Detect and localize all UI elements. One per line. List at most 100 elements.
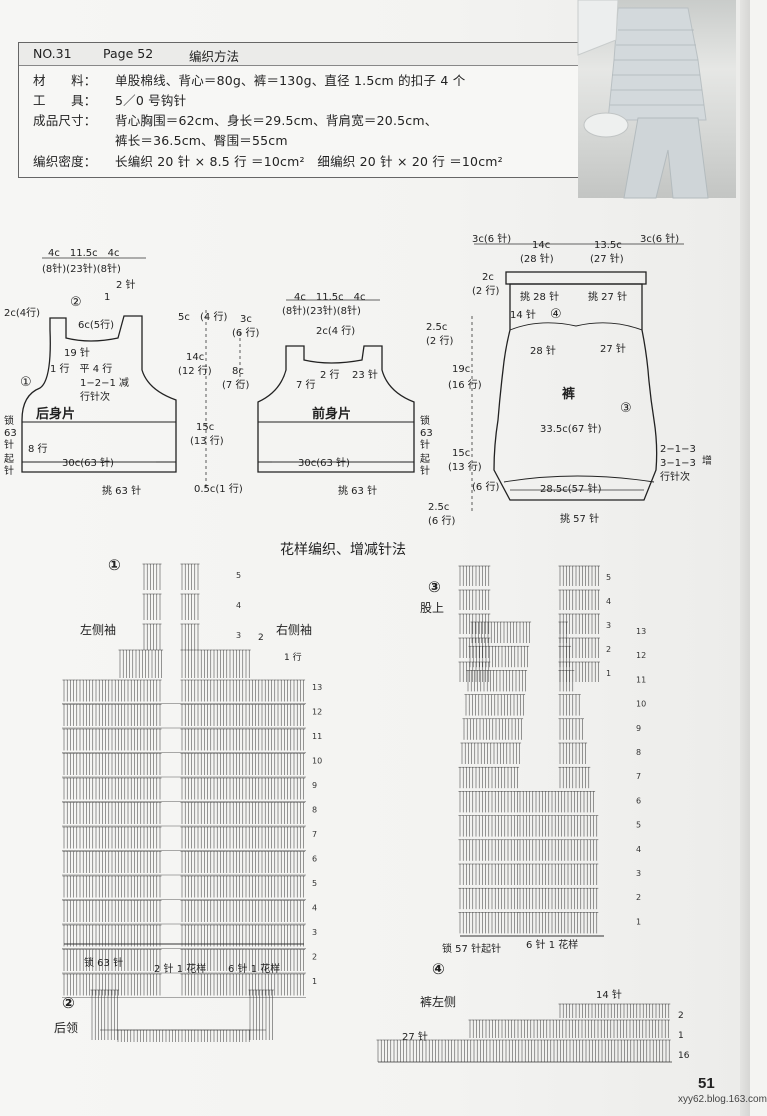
waistband-outline [505, 271, 647, 285]
svg-text:7 行: 7 行 [296, 378, 316, 391]
svg-text:针: 针 [4, 464, 14, 477]
svg-text:4: 4 [312, 904, 317, 913]
svg-text:针: 针 [420, 464, 430, 477]
front-top-stitches: (8针)(23针)(8针) [282, 304, 361, 317]
svg-text:7: 7 [636, 772, 641, 781]
materials-header: NO.31 Page 52 编织方法 [19, 43, 587, 66]
svg-text:(6 行): (6 行) [472, 480, 499, 493]
back-pick: 挑 63 针 [102, 484, 141, 497]
svg-text:起: 起 [4, 453, 14, 465]
svg-text:锁 57 针起针: 锁 57 针起针 [442, 942, 501, 955]
svg-text:③: ③ [428, 578, 441, 596]
book-spine [740, 0, 750, 1116]
svg-text:(2 行): (2 行) [472, 284, 499, 297]
back-dec-sub: 行针次 [80, 390, 110, 403]
svg-text:1: 1 [636, 917, 641, 926]
svg-text:锁 63 针: 锁 63 针 [84, 956, 123, 969]
svg-text:14c: 14c [186, 352, 204, 363]
svg-text:13: 13 [312, 683, 322, 692]
svg-text:3: 3 [312, 928, 317, 937]
svg-text:左侧袖: 左侧袖 [80, 622, 116, 637]
svg-text:11: 11 [636, 675, 646, 684]
svg-text:(27 针): (27 针) [590, 252, 624, 265]
svg-text:2 针 1 花样: 2 针 1 花样 [154, 962, 206, 975]
back-collar: 6c(5行) [78, 318, 114, 331]
svg-text:2c: 2c [482, 272, 494, 283]
svg-text:19c: 19c [452, 364, 470, 375]
back-shoulder-stitches: 2 针 [116, 278, 136, 291]
svg-text:9: 9 [636, 724, 641, 733]
svg-text:12: 12 [312, 708, 322, 717]
chart-2-grid [90, 989, 274, 1042]
svg-text:(6 行): (6 行) [232, 326, 259, 339]
info-row: 裤长＝36.5cm、臀围＝55cm [115, 133, 288, 148]
front-width: 30c(63 针) [298, 456, 350, 469]
svg-text:13: 13 [636, 627, 646, 636]
svg-text:11: 11 [312, 732, 322, 741]
pattern-title: 花样编织、增减针法 [280, 542, 406, 558]
front-piece-outline [257, 345, 415, 473]
svg-text:(12 行): (12 行) [178, 364, 212, 377]
svg-text:3−1−3: 3−1−3 [660, 458, 696, 469]
svg-text:2: 2 [606, 645, 611, 654]
svg-text:5: 5 [636, 821, 641, 830]
svg-text:12: 12 [636, 651, 646, 660]
svg-text:右侧袖: 右侧袖 [276, 622, 312, 637]
chart-3-grid [458, 565, 604, 937]
chart-1-grid [62, 563, 306, 998]
svg-text:14c: 14c [532, 240, 550, 251]
svg-text:5: 5 [312, 879, 317, 888]
back-width: 30c(63 针) [62, 456, 114, 469]
svg-text:9: 9 [312, 781, 317, 790]
front-title: 前身片 [312, 406, 351, 422]
svg-text:33.5c(67 针): 33.5c(67 针) [540, 422, 602, 435]
svg-text:(13 行): (13 行) [448, 460, 482, 473]
svg-text:6: 6 [312, 855, 317, 864]
svg-text:15c: 15c [196, 422, 214, 433]
svg-text:27 针: 27 针 [402, 1030, 428, 1043]
svg-text:①: ① [108, 556, 121, 574]
svg-text:针: 针 [4, 438, 14, 451]
svg-text:④: ④ [432, 960, 445, 978]
svg-text:行针次: 行针次 [660, 470, 690, 483]
diagram-canvas: 4c 11.5c 4c (8针)(23针)(8针) 2 针 1 2c(4行) ②… [4, 232, 712, 1063]
svg-text:2: 2 [258, 633, 264, 643]
pattern-number: NO.31 [33, 46, 72, 61]
materials-box: NO.31 Page 52 编织方法 材 料：单股棉线、背心＝80g、裤＝130… [18, 42, 588, 178]
pants-title: 裤 [561, 386, 575, 402]
back-top-dims: 4c 11.5c 4c [48, 248, 119, 259]
back-shoulder-width: 2c(4行) [4, 306, 40, 319]
svg-text:8: 8 [636, 748, 641, 757]
svg-text:0.5c(1 行): 0.5c(1 行) [194, 482, 243, 495]
svg-text:3c(6 针): 3c(6 针) [640, 232, 679, 245]
svg-text:锁: 锁 [420, 414, 430, 427]
svg-text:4: 4 [636, 845, 641, 854]
back-dec: 1−2−1 减 [80, 377, 129, 389]
pants-outline [493, 283, 658, 501]
svg-text:裤左侧: 裤左侧 [420, 994, 456, 1009]
svg-text:2 行: 2 行 [320, 368, 340, 381]
svg-text:股上: 股上 [420, 601, 444, 615]
svg-text:3c(6 针): 3c(6 针) [472, 232, 511, 245]
svg-text:28.5c(57 针): 28.5c(57 针) [540, 482, 602, 495]
svg-text:1: 1 [312, 977, 317, 986]
back-flat: 1 行 平 4 行 [50, 362, 112, 375]
svg-text:后领: 后领 [54, 1021, 78, 1035]
svg-text:10: 10 [636, 700, 646, 709]
svg-text:(16 行): (16 行) [448, 378, 482, 391]
svg-text:2−1−3: 2−1−3 [660, 444, 696, 455]
back-one: 1 [104, 292, 110, 303]
svg-text:6 针 1 花样: 6 针 1 花样 [228, 962, 280, 975]
svg-text:6: 6 [636, 796, 641, 805]
svg-text:5c: 5c [178, 312, 190, 323]
svg-text:23 针: 23 针 [352, 368, 378, 381]
svg-text:5: 5 [606, 573, 611, 582]
info-row: 成品尺寸：背心胸围＝62cm、身长＝29.5cm、背肩宽＝20.5cm、 [33, 113, 438, 128]
svg-text:锁: 锁 [4, 414, 14, 427]
svg-text:起: 起 [420, 453, 430, 465]
svg-text:(2 行): (2 行) [426, 334, 453, 347]
watermark-footer: xyy62.blog.163.com [678, 1094, 767, 1105]
